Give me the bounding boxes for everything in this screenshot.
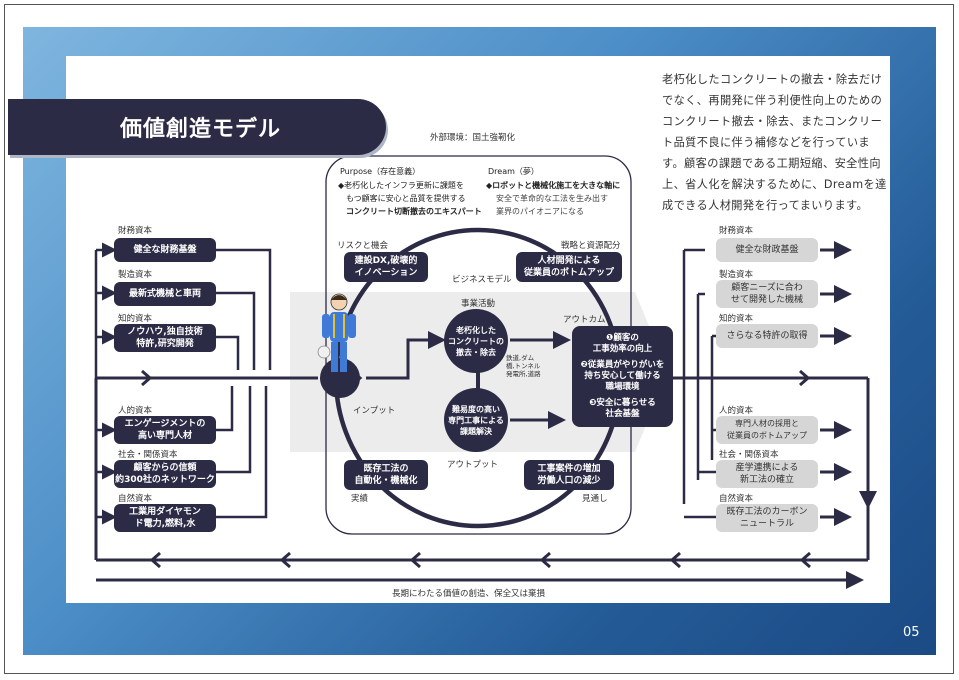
bottom-caption: 長期にわたる価値の創造、保全又は棄損 <box>392 589 546 599</box>
outcome-label: アウトカム <box>563 315 606 325</box>
output-capital-4: 専門人材の採用と 従業員のボトムアップ <box>716 416 818 444</box>
intro-text: 老朽化したコンクリートの撤去・除去だけでなく、再開発に伴う利便性向上のためのコン… <box>662 73 887 212</box>
outcome-item-3: ❸安全に暮らせる 社会基盤 <box>589 398 656 419</box>
activity-note: 鉄道,ダム 橋,トンネル 発電所,道路 <box>506 354 541 378</box>
external-environment-label: 外部環境：国土強靭化 <box>430 133 516 143</box>
output-capital-category-6: 自然資本 <box>719 494 754 504</box>
purpose-line-2: もつ顧客に安心と品質を提供する <box>346 194 466 203</box>
input-capital-2: 最新式機械と車両 <box>114 282 216 306</box>
input-capital-category-3: 知的資本 <box>118 314 153 324</box>
outlook-label: 見通し <box>582 494 608 504</box>
outlook-box: 工事案件の増加 労働人口の減少 <box>524 460 614 490</box>
page-number: 05 <box>903 625 920 640</box>
output-capital-category-5: 社会・関係資本 <box>719 450 779 460</box>
activity-circle: 老朽化した コンクリートの 撤去・除去 <box>444 309 508 373</box>
output-capital-category-4: 人的資本 <box>719 406 754 416</box>
business-model-label: ビジネスモデル <box>452 275 512 285</box>
dream-line-2: 安全で革命的な工法を生み出す <box>496 194 608 203</box>
purpose-heading: Purpose（存在意義） <box>340 167 421 176</box>
output-capital-6: 既存工法のカーボン ニュートラル <box>716 504 818 532</box>
input-capital-5: 顧客からの信頼 約300社のネットワーク <box>114 460 216 488</box>
dream-line-3: 業界のパイオニアになる <box>496 207 584 216</box>
input-capital-category-2: 製造資本 <box>118 270 153 280</box>
input-capital-4: エンゲージメントの 高い専門人材 <box>114 416 216 444</box>
purpose-line-3: コンクリート切断撤去のエキスパート <box>346 207 482 216</box>
worker-figure-icon <box>317 293 360 398</box>
output-capital-category-2: 製造資本 <box>719 270 754 280</box>
output-capital-category-1: 財務資本 <box>719 226 754 236</box>
title-banner: 価値創造モデル <box>8 99 386 155</box>
outcome-item-1: ❶顧客の 工事効率の向上 <box>592 333 653 354</box>
output-label: アウトプット <box>447 460 499 470</box>
risk-label: リスクと機会 <box>337 241 389 251</box>
page-title: 価値創造モデル <box>120 117 282 142</box>
input-label: インプット <box>353 406 396 416</box>
input-capital-category-1: 財務資本 <box>118 226 153 236</box>
output-capital-3: さらなる特許の取得 <box>716 324 818 348</box>
input-capital-category-5: 社会・関係資本 <box>118 450 178 460</box>
output-capital-2: 顧客ニーズに合わ せて開発した機械 <box>716 280 818 308</box>
strategy-label: 戦略と資源配分 <box>561 241 621 251</box>
dream-line-1: ◆ロボットと機械化施工を大きな軸に <box>486 181 621 190</box>
input-capital-category-6: 自然資本 <box>118 494 153 504</box>
output-capital-1: 健全な財政基盤 <box>716 238 818 262</box>
solution-circle: 難易度の高い 専門工事による 課題解決 <box>444 388 508 452</box>
results-box: 既存工法の 自動化・機械化 <box>344 460 428 490</box>
input-capital-3: ノウハウ,独自技術 特許,研究開発 <box>114 324 216 352</box>
outcome-item-2: ❷従業員がやりがいを 持ち安心して働ける 職場環境 <box>580 360 665 392</box>
input-capital-category-4: 人的資本 <box>118 406 153 416</box>
purpose-line-1: ◆老朽化したインフラ更新に課題を <box>338 181 464 190</box>
input-capital-1: 健全な財務基盤 <box>114 238 216 262</box>
outcome-box: ❶顧客の 工事効率の向上 ❷従業員がやりがいを 持ち安心して働ける 職場環境 ❸… <box>572 326 673 427</box>
strategy-box: 人材開発による 従業員のボトムアップ <box>516 252 622 282</box>
output-capital-5: 産学連携による 新工法の確立 <box>716 460 818 488</box>
output-capital-category-3: 知的資本 <box>719 314 754 324</box>
input-capital-6: 工業用ダイヤモン ド電力,燃料,水 <box>114 504 216 532</box>
business-activity-label: 事業活動 <box>461 299 496 309</box>
dream-heading: Dream（夢） <box>488 167 539 176</box>
risk-box: 建設DX,破壊的 イノベーション <box>344 252 428 282</box>
results-label: 実績 <box>351 494 369 504</box>
